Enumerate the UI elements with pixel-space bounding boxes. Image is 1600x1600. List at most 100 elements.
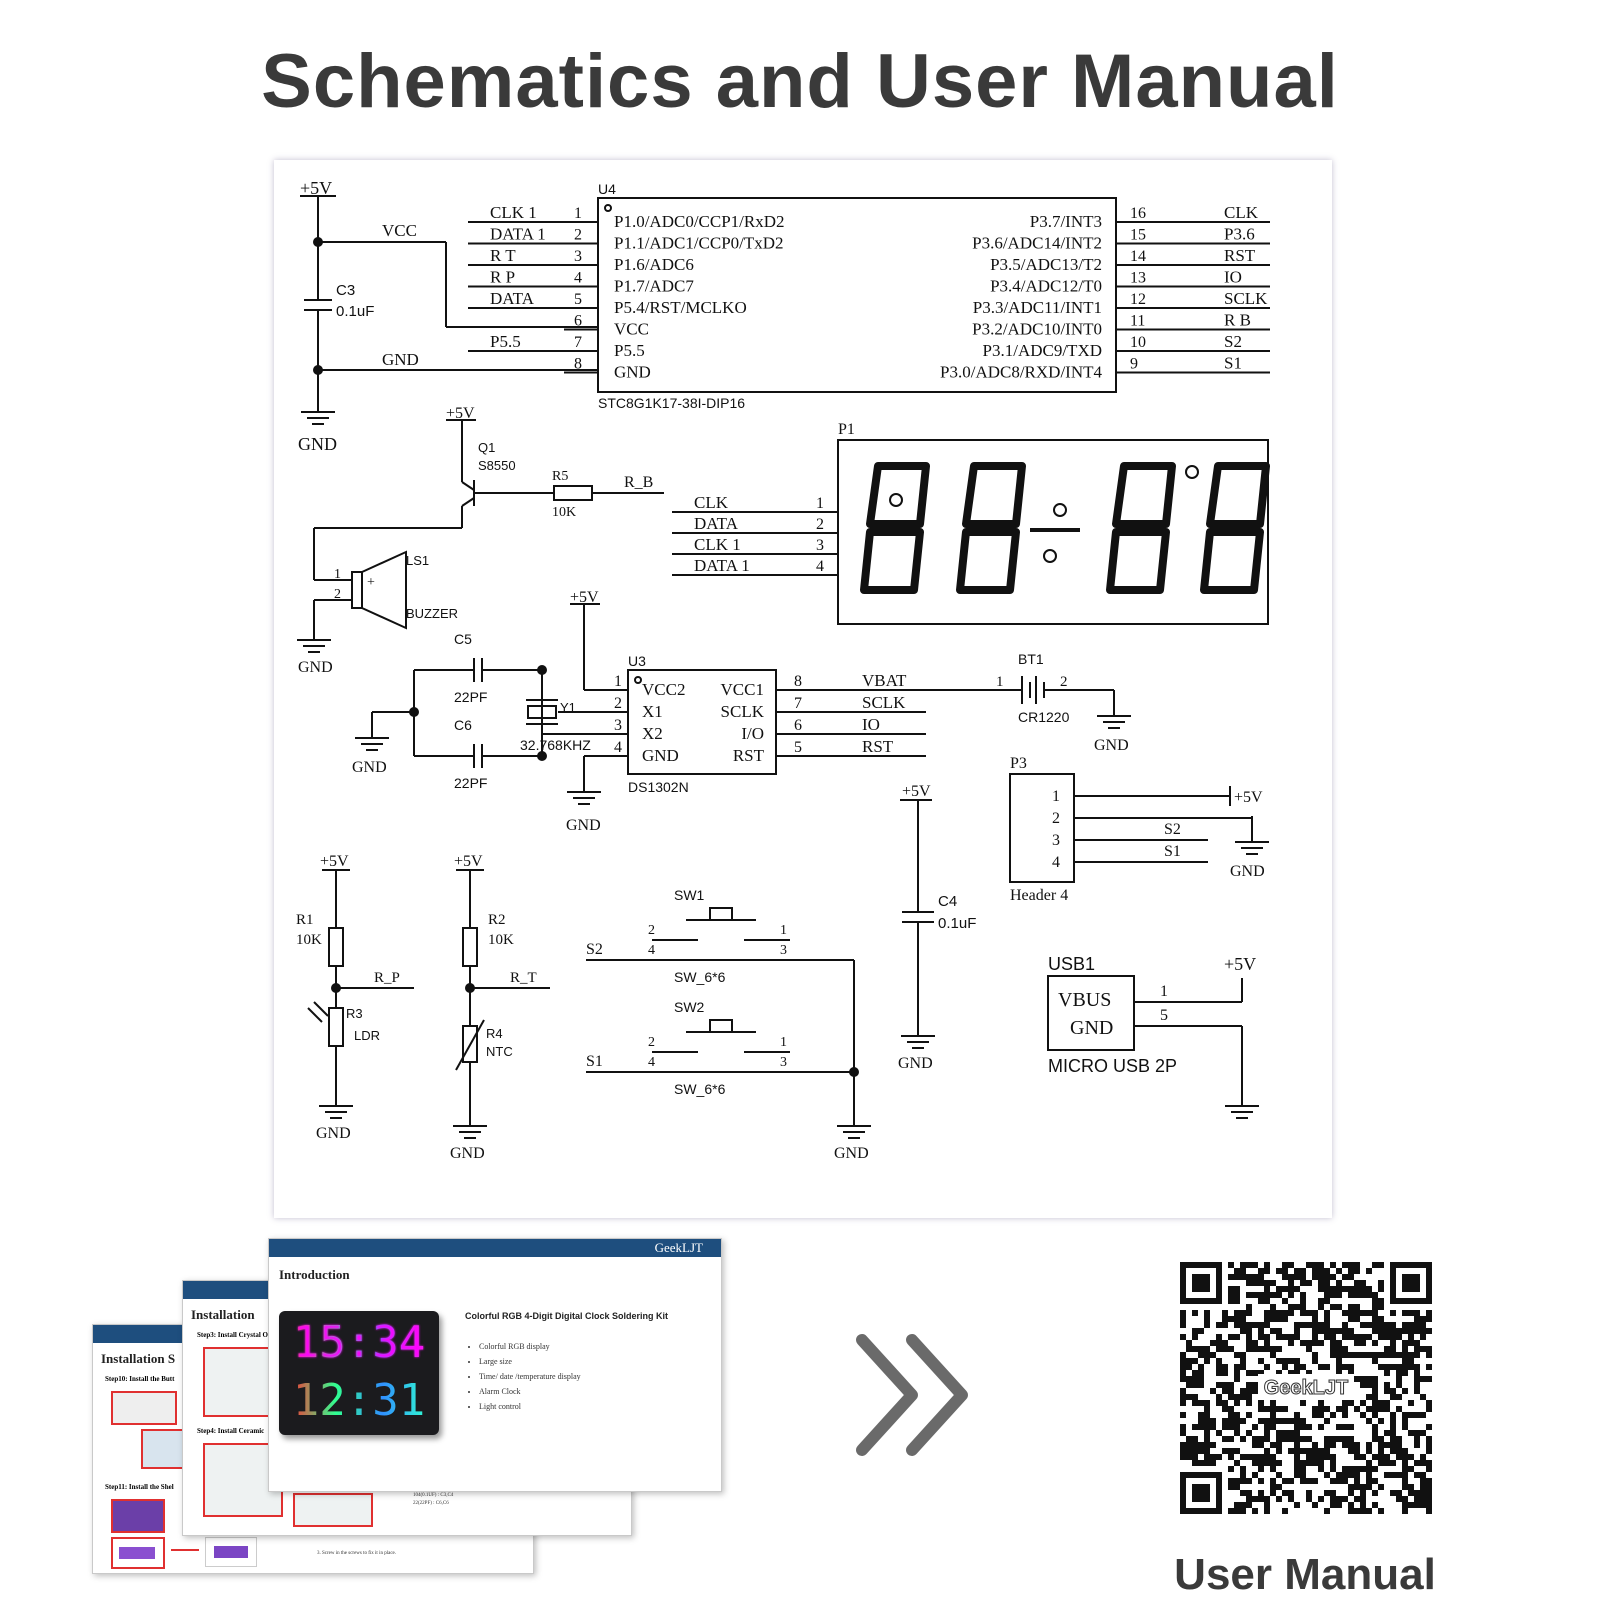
svg-text:3: 3 [780, 1055, 787, 1070]
svg-text:C5: C5 [454, 631, 472, 647]
u4-pin-number: 6 [574, 313, 582, 330]
svg-text:SW_6*6: SW_6*6 [674, 1081, 726, 1097]
double-chevron-right-icon [856, 1334, 968, 1456]
svg-text:R_B: R_B [624, 474, 653, 491]
step-note: 22(22PF) : C6,C6 [413, 1501, 449, 1506]
c4-capacitor: +5V C4 0.1uF GND [898, 783, 976, 1072]
u4-pin-name: P3.2/ADC10/INT0 [972, 320, 1102, 339]
svg-text:VBUS: VBUS [1058, 989, 1111, 1011]
u3-pin-name: VCC2 [642, 680, 685, 699]
svg-text:32.768KHZ: 32.768KHZ [520, 737, 591, 753]
u4-pin-number: 2 [574, 227, 582, 244]
u4-pin-number: 16 [1130, 205, 1146, 222]
u4-net-label: RST [1224, 246, 1256, 265]
svg-text:+5V: +5V [446, 405, 475, 422]
u4-pin-name: P1.0/ADC0/CCP1/RxD2 [614, 212, 785, 231]
u4-net-label: R B [1224, 311, 1251, 330]
u4-net-label: CLK 1 [490, 203, 537, 222]
svg-text:SW1: SW1 [674, 887, 705, 903]
svg-text:C3: C3 [336, 282, 355, 299]
svg-text:R_T: R_T [510, 970, 537, 986]
seven-segment-digit [1200, 462, 1270, 594]
p1-pin-number: 2 [816, 516, 824, 533]
u3-pin-number: 7 [794, 695, 802, 712]
u4-pin-name: P3.7/INT3 [1030, 212, 1102, 231]
p1-pin-number: 4 [816, 558, 824, 575]
svg-text:P3: P3 [1010, 755, 1027, 772]
step-image [205, 1537, 257, 1567]
step-label: Step3: Install Crystal O [197, 1331, 268, 1339]
step-label: Step10: Install the Butt [105, 1375, 175, 1383]
svg-text:NTC: NTC [486, 1044, 513, 1059]
qr-code-icon: GeekLJT [1180, 1262, 1432, 1514]
page-heading: Installation S [101, 1351, 176, 1366]
svg-text:2: 2 [334, 587, 341, 602]
user-manual-label: User Manual [1174, 1550, 1436, 1599]
u4-pin-name: P5.5 [614, 341, 645, 360]
u4-net-label: SCLK [1224, 289, 1268, 308]
svg-text:4: 4 [648, 943, 655, 958]
u4-pin-number: 1 [574, 205, 582, 222]
svg-text:GND: GND [450, 1145, 485, 1162]
clock-display-top: 15:34 [289, 1317, 429, 1369]
u3-pin-name: SCLK [721, 702, 765, 721]
svg-text:3: 3 [780, 943, 787, 958]
svg-text:S2: S2 [1164, 821, 1181, 838]
p1-pin-number: 1 [816, 495, 824, 512]
u3-pin-name: X1 [642, 702, 663, 721]
page-header-bar [269, 1239, 721, 1257]
p3-pin-number: 3 [1052, 832, 1060, 849]
step-image [203, 1347, 271, 1417]
svg-text:+5V: +5V [570, 589, 599, 606]
u3-pin-name: VCC1 [721, 680, 764, 699]
feature-list: Colorful RGB displayLarge sizeTime/ date… [465, 1339, 581, 1414]
u4-net-label: S1 [1224, 354, 1242, 373]
u4-pin-name: P3.5/ADC13/T2 [990, 255, 1102, 274]
schematic-drawing: +5V VCC GND C3 0.1uF GND U4 STC8G1K17-38… [296, 178, 1270, 1162]
u4-net-label: DATA [490, 289, 535, 308]
p1-net-label: CLK 1 [694, 535, 741, 554]
svg-text:S8550: S8550 [478, 458, 516, 473]
clock-photo: 15:34 12:31 [279, 1311, 439, 1435]
svg-text:0.1uF: 0.1uF [336, 303, 374, 320]
u4-pin-name: P3.6/ADC14/INT2 [972, 234, 1102, 253]
step-note: 104(0.1UF) : C3,C4 [413, 1493, 454, 1498]
clock-display-bottom: 12:31 [289, 1375, 429, 1427]
svg-text:GND: GND [316, 1125, 351, 1142]
svg-text:CR1220: CR1220 [1018, 709, 1070, 725]
svg-text:GND: GND [566, 817, 601, 834]
svg-text:GND: GND [1230, 863, 1265, 880]
u4-pin-name: P5.4/RST/MCLKO [614, 298, 747, 317]
p3-pin-number: 4 [1052, 854, 1060, 871]
svg-text:2: 2 [1060, 674, 1068, 690]
page-heading: Introduction [279, 1267, 350, 1282]
u3-pin-number: 4 [614, 739, 622, 756]
page-title: Schematics and User Manual [261, 39, 1339, 124]
svg-text:R5: R5 [552, 469, 568, 484]
svg-text:GND: GND [898, 1055, 933, 1072]
svg-text:0.1uF: 0.1uF [938, 915, 976, 932]
u3-pin-name: RST [733, 746, 765, 765]
seven-segment-digit [1106, 462, 1176, 594]
p1-net-label: DATA 1 [694, 556, 750, 575]
svg-text:U4: U4 [598, 181, 616, 197]
step-image [111, 1499, 165, 1533]
svg-text:GND: GND [1070, 1017, 1113, 1039]
svg-text:5: 5 [1160, 1007, 1168, 1024]
svg-text:Y1: Y1 [560, 700, 576, 715]
u4-pin-number: 13 [1130, 270, 1146, 287]
u4-pin-number: 14 [1130, 248, 1146, 265]
u4-net-label: R P [490, 268, 515, 287]
svg-text:LDR: LDR [354, 1028, 380, 1043]
u4-pin-name: P1.7/ADC7 [614, 277, 694, 296]
u3-pin-number: 5 [794, 739, 802, 756]
u4-pin-name: P1.6/ADC6 [614, 255, 694, 274]
svg-text:+5V: +5V [320, 853, 349, 870]
svg-text:Header 4: Header 4 [1010, 887, 1068, 904]
u3-pin-number: 6 [794, 717, 802, 734]
ldr-divider: +5V R1 10K R3 LDR R_P GND [296, 853, 414, 1142]
u4-pin-number: 3 [574, 248, 582, 265]
u3-pin-number: 1 [614, 673, 622, 690]
